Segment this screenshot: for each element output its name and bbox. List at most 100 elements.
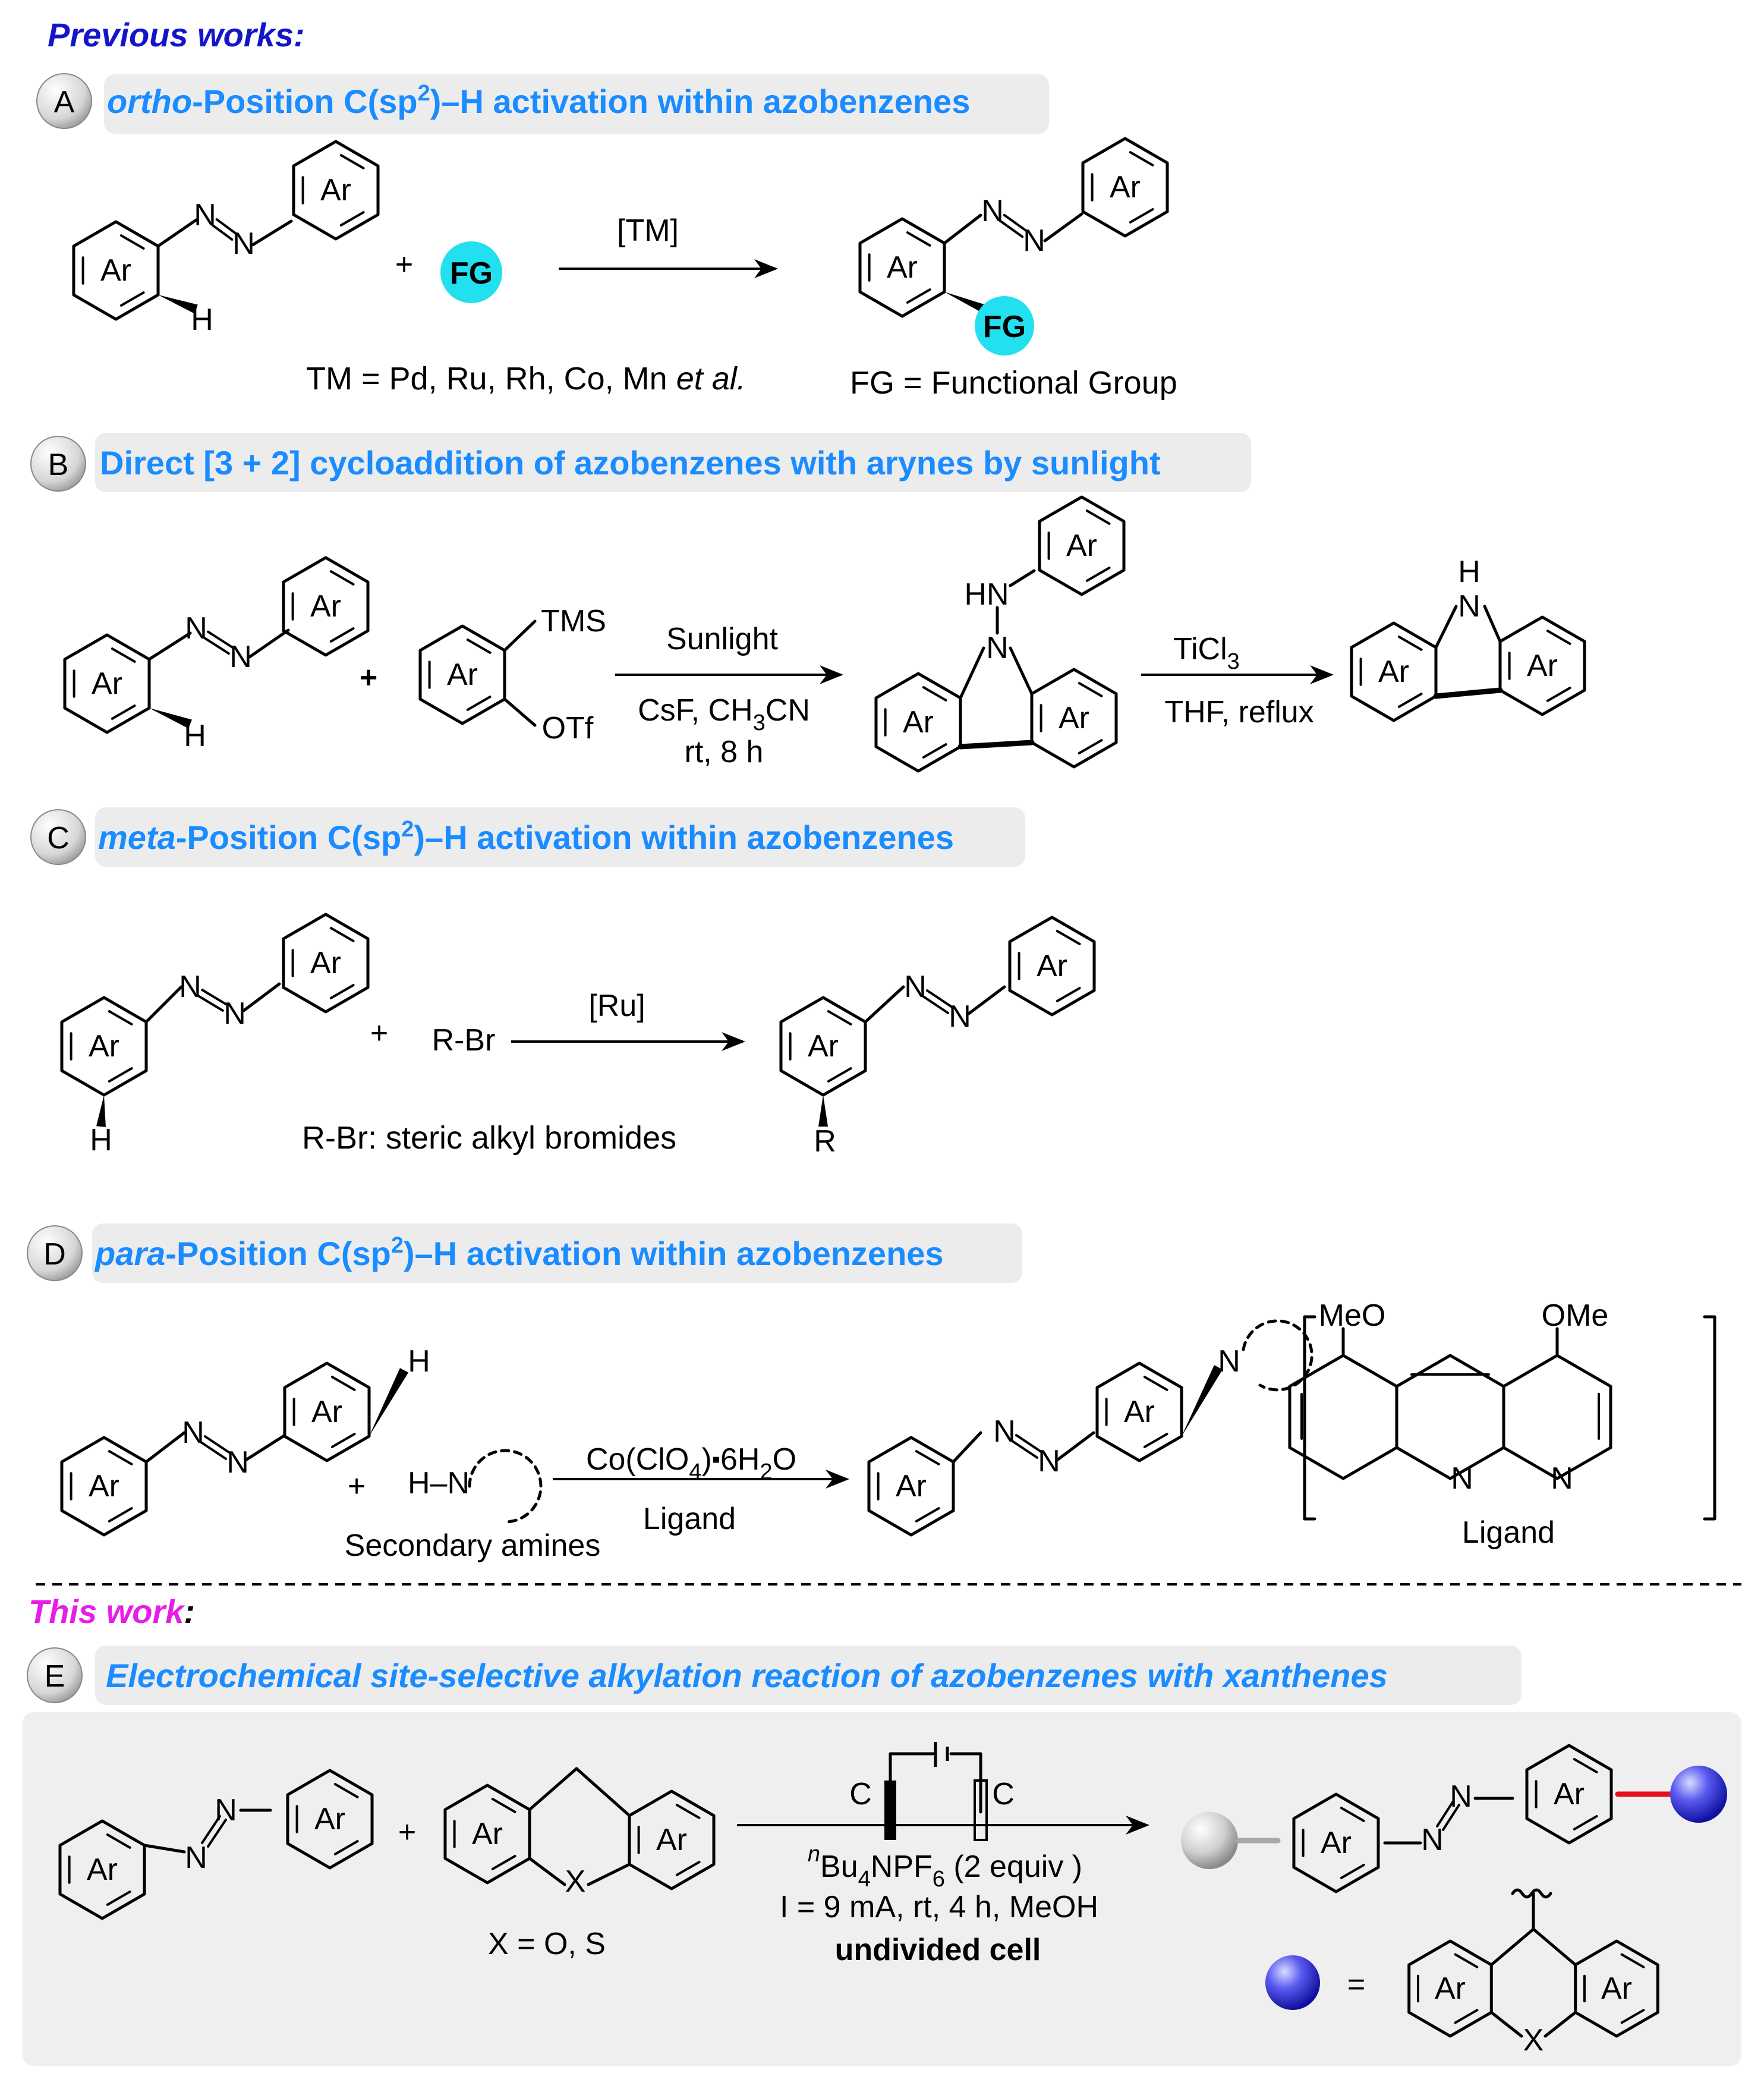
ring-double-bond <box>330 1376 356 1391</box>
ortho-h-wedge <box>158 295 198 314</box>
bond <box>503 619 537 652</box>
bond <box>248 628 290 659</box>
meta-h-wedge <box>96 1095 106 1127</box>
fg-product-sphere <box>975 296 1034 356</box>
ortho-h-wedge-b <box>149 708 192 729</box>
ring-double-bond <box>922 743 947 759</box>
ring-c-right <box>282 913 370 1014</box>
aryl-label: Ar <box>1110 170 1141 205</box>
ring-b-azobenzene-right <box>282 556 370 657</box>
svg-text:FG: FG <box>450 256 493 291</box>
ring-double-bond <box>491 1855 516 1870</box>
ring-double-bond <box>108 1010 133 1026</box>
biaryl-bond <box>1433 687 1503 699</box>
ring-double-bond <box>111 704 136 720</box>
aryl-label: Ar <box>314 1802 345 1836</box>
ring-double-bond <box>915 1507 940 1523</box>
ring-d-product-right <box>1095 1361 1183 1462</box>
azo-double-bond <box>203 1435 231 1454</box>
nitrogen-label: N <box>185 1841 207 1875</box>
ring-double-bond <box>1056 930 1081 945</box>
nitrogen-label: N <box>179 970 201 1004</box>
ring-double-bond <box>1397 693 1423 708</box>
amine-hn: H–N <box>408 1466 470 1501</box>
amine-ring-dashed <box>468 1449 543 1524</box>
ring-double-bond <box>333 1840 359 1855</box>
ring-double-bond <box>329 927 355 942</box>
ring-a-right <box>292 140 380 241</box>
azo-double-bond <box>1015 1434 1042 1453</box>
aryl-label: Ar <box>310 946 341 980</box>
ring-double-bond <box>1340 1864 1365 1879</box>
cond-b1-time: rt, 8 h <box>685 735 764 769</box>
ring-a-product-right <box>1081 137 1169 238</box>
aryl-label: Ar <box>320 173 351 207</box>
azo-double-bond <box>215 218 238 235</box>
ring-double-bond <box>827 1067 852 1083</box>
bond <box>1434 605 1458 649</box>
nitrogen-label: N <box>1451 1461 1473 1496</box>
banner-b-background <box>95 433 1251 492</box>
aryl-label: Ar <box>656 1823 687 1857</box>
ring-double-bond <box>906 231 931 247</box>
phen-right-ring <box>1502 1354 1612 1480</box>
cond-b1-sunlight: Sunlight <box>666 622 778 656</box>
azo-double-bond <box>207 1819 227 1848</box>
ligand-bracket-right <box>1703 1315 1716 1521</box>
hydrogen-label: H <box>1458 555 1480 589</box>
aryl-label: Ar <box>447 658 478 692</box>
panel-c-title: meta-Position C(sp2)–H activation within… <box>98 817 954 856</box>
ring-double-bond <box>330 1433 356 1448</box>
ring-double-bond <box>1454 1953 1479 1968</box>
nitrogen-label: N <box>993 1414 1016 1449</box>
bond <box>242 982 281 1012</box>
catalyst-tm: [TM] <box>617 213 679 248</box>
fg-note: FG = Functional Group <box>850 365 1177 401</box>
azo-double-bond <box>1442 1804 1460 1831</box>
aryl-label: Ar <box>1435 1971 1466 2006</box>
nitrogen-label: N <box>1421 1823 1444 1857</box>
heteroatom-x-label: X <box>565 1864 586 1899</box>
ring-double-bond <box>1573 1758 1598 1773</box>
ring-double-bond <box>1620 1953 1645 1968</box>
x-note: X = O, S <box>488 1927 606 1961</box>
ring-double-bond <box>111 647 136 663</box>
ome-label: OMe <box>1542 1298 1609 1333</box>
meo-label: MeO <box>1319 1298 1386 1333</box>
cond-d-ligand: Ligand <box>643 1502 736 1536</box>
ring-double-bond <box>108 1507 133 1523</box>
nitrogen-label: N <box>182 1415 204 1450</box>
ring-double-bond <box>329 627 355 643</box>
hn-label: HN <box>964 577 1009 612</box>
ring-double-bond <box>915 1450 940 1465</box>
grey-sphere <box>1181 1812 1238 1869</box>
nitrogen-label: N <box>1218 1344 1240 1379</box>
nitrogen-label: N <box>1023 224 1045 258</box>
aryl-label: Ar <box>1527 649 1558 683</box>
bond <box>251 219 293 247</box>
aryl-label: Ar <box>311 1395 342 1429</box>
letter-e-badge: E <box>27 1647 83 1703</box>
anode-electrode <box>884 1781 896 1840</box>
ring-d-right <box>283 1361 371 1462</box>
aryl-label: Ar <box>100 253 131 288</box>
aryl-label: Ar <box>1321 1826 1352 1860</box>
svg-text:E: E <box>45 1659 65 1694</box>
previous-works-heading: Previous works: <box>48 16 305 54</box>
aryl-label: Ar <box>887 250 918 285</box>
panel-e-title: Electrochemical site-selective alkylatio… <box>106 1657 1388 1694</box>
ring-double-bond <box>1129 151 1154 166</box>
hydrogen-label: H <box>408 1344 430 1379</box>
banner-d-background <box>92 1223 1022 1283</box>
ring-e-right <box>286 1769 374 1870</box>
nitrogen-label: N <box>986 631 1009 665</box>
ring-double-bond <box>329 570 355 586</box>
ring-double-bond <box>1454 2009 1479 2024</box>
bond <box>1544 2011 1577 2038</box>
ring-double-bond <box>1078 682 1103 697</box>
equals-sign: = <box>1347 1967 1365 2002</box>
ring-double-bond <box>333 1783 359 1798</box>
azo-double-bond <box>925 989 953 1008</box>
